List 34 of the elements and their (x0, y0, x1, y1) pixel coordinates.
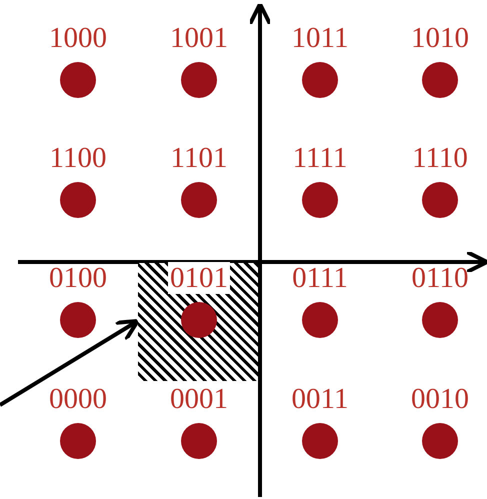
constellation-point (422, 62, 458, 98)
constellation-point (422, 182, 458, 218)
constellation-point (60, 62, 96, 98)
bit-label: 0010 (411, 383, 469, 415)
constellation-point (181, 302, 217, 338)
bit-label: 0001 (170, 383, 228, 415)
hatched-region (138, 263, 258, 381)
constellation-point (60, 302, 96, 338)
bit-label: 1010 (411, 22, 469, 54)
bit-label: 1000 (49, 22, 107, 54)
bit-label: 0111 (292, 262, 348, 294)
bit-label: 1011 (292, 22, 348, 54)
bit-label: 1101 (170, 142, 228, 174)
arrow (0, 318, 140, 407)
bit-label: 1100 (50, 142, 106, 174)
bit-label: 0011 (292, 383, 348, 415)
bit-label: 0110 (412, 262, 468, 294)
constellation-point (60, 182, 96, 218)
bit-label: 0101 (168, 262, 230, 294)
bit-label: 0000 (49, 383, 107, 415)
bit-label: 1001 (170, 22, 228, 54)
constellation-point (302, 62, 338, 98)
constellation-point (422, 423, 458, 459)
bit-label: 0100 (49, 262, 107, 294)
constellation-point (181, 62, 217, 98)
constellation-point (181, 182, 217, 218)
constellation-point (181, 423, 217, 459)
constellation-point (60, 423, 96, 459)
constellation-point (302, 423, 338, 459)
constellation-point (422, 302, 458, 338)
bit-label: 1110 (412, 142, 468, 174)
constellation-point (302, 302, 338, 338)
bit-label: 1111 (292, 142, 348, 174)
constellation-point (302, 182, 338, 218)
